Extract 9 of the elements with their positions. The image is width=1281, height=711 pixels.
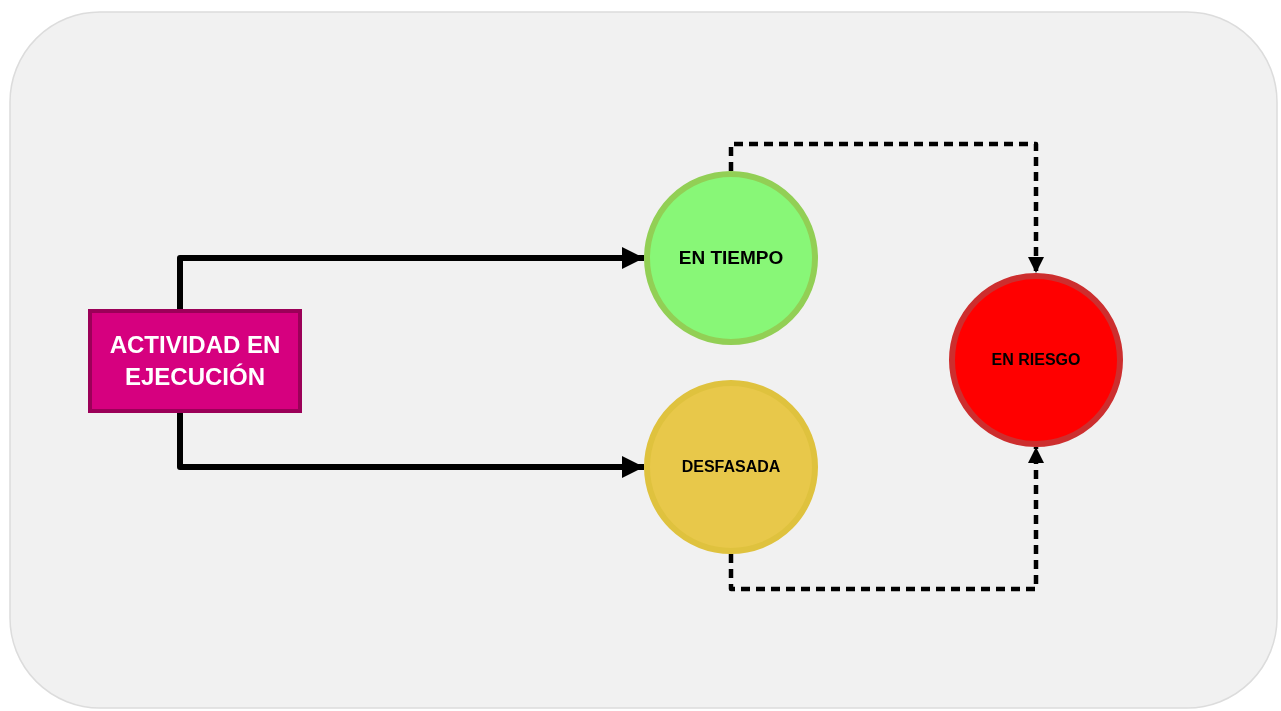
node-label: EN RIESGO (991, 350, 1081, 371)
arrow (728, 447, 1044, 592)
process-box (88, 309, 302, 413)
node-label: ACTIVIDAD EN EJECUCIÓN (108, 329, 282, 392)
arrow (177, 247, 644, 309)
arrow (177, 413, 644, 478)
arrow (728, 141, 1044, 273)
node-label: EN TIEMPO (678, 246, 784, 271)
node-label: DESFASADA (681, 457, 781, 478)
